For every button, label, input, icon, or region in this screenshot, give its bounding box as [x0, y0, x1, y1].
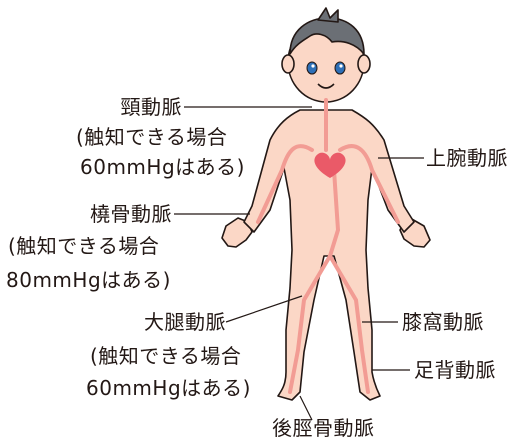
label-posterior-tibial: 後脛骨動脈 [272, 418, 375, 438]
label-dorsalis-pedis: 足背動脈 [414, 360, 496, 380]
eye-right [335, 62, 345, 74]
label-carotid-note-2: 60mmHgはある) [80, 157, 245, 177]
label-femoral: 大腿動脈 [120, 312, 226, 332]
ear-left [282, 55, 294, 73]
hair-tuft [318, 8, 338, 22]
child-figure [222, 8, 430, 400]
label-carotid: 頸動脈 [92, 97, 182, 117]
label-popliteal: 膝窩動脈 [402, 312, 484, 332]
label-radial: 橈骨動脈 [46, 204, 172, 224]
label-femoral-note-1: (触知できる場合 [90, 346, 241, 366]
label-radial-note-2: 80mmHgはある) [6, 270, 171, 290]
label-carotid-note-1: (触知できる場合 [76, 127, 227, 147]
ear-right [358, 55, 370, 73]
eye-left [307, 62, 317, 74]
label-brachial: 上腕動脈 [426, 148, 508, 168]
label-radial-note-1: (触知できる場合 [8, 236, 159, 256]
label-femoral-note-2: 60mmHgはある) [86, 378, 251, 398]
